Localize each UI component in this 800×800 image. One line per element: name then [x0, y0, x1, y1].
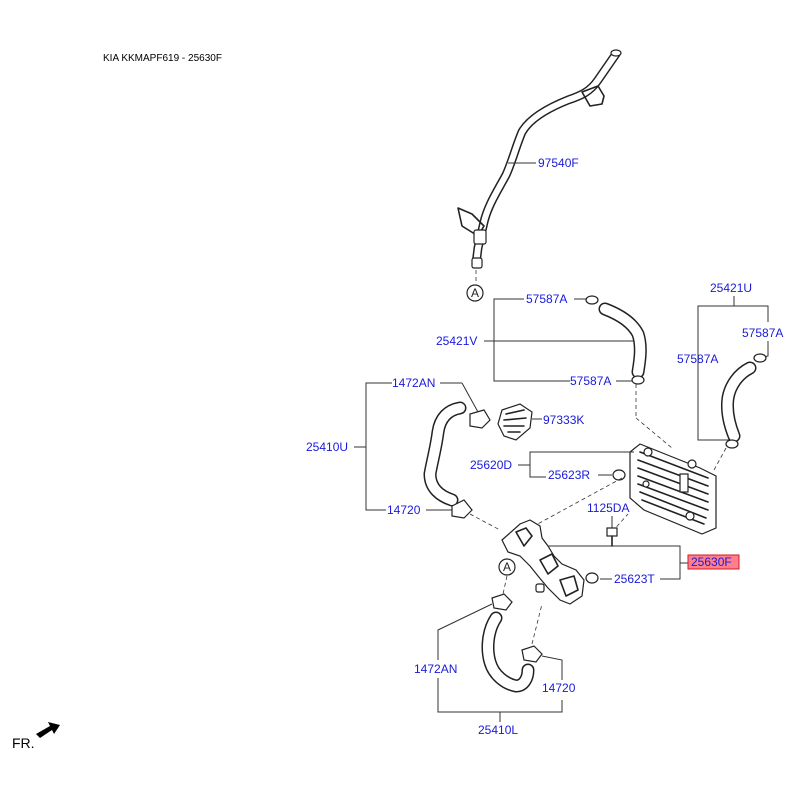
pipe-97540F[interactable] [457, 49, 622, 269]
label-25620D: 25620D [470, 458, 512, 472]
oil-cooler-25620D[interactable] [629, 443, 717, 535]
clamp-1472AN-upper[interactable] [469, 409, 491, 429]
clamp-57587A-right-lower[interactable] [725, 439, 739, 449]
label-1472AN-lower: 1472AN [414, 662, 457, 676]
fitting-assembly-25630F[interactable] [501, 519, 585, 605]
label-25410U: 25410U [306, 440, 348, 454]
label-57587A-3: 57587A [742, 326, 783, 340]
label-25421U: 25421U [710, 281, 752, 295]
reference-a-circle [466, 284, 484, 302]
clamp-57587A-upper[interactable] [585, 295, 599, 305]
label-25630F: 25630F [691, 555, 732, 569]
label-1125DA: 1125DA [587, 501, 629, 515]
label-14720-lower: 14720 [542, 681, 576, 695]
clamp-14720-lower[interactable] [521, 645, 543, 663]
clamp-14720-upper[interactable] [451, 499, 473, 519]
fitting-97333K[interactable] [497, 403, 533, 441]
label-25410L: 25410L [478, 723, 518, 737]
hose-25410L[interactable] [481, 611, 535, 693]
label-57587A-1: 57587A [526, 292, 567, 306]
label-57587A-2: 57587A [570, 374, 611, 388]
clamp-1472AN-lower[interactable] [491, 593, 513, 611]
hose-25421V[interactable] [598, 302, 647, 379]
hose-25421U[interactable] [721, 361, 757, 443]
o-ring-25623T[interactable] [585, 572, 599, 584]
clamp-57587A-right-upper[interactable] [753, 353, 767, 363]
o-ring-25623R[interactable] [612, 469, 626, 481]
label-14720-upper: 14720 [387, 503, 421, 517]
label-25623T: 25623T [614, 572, 655, 586]
label-1472AN-upper: 1472AN [392, 376, 435, 390]
label-25623R: 25623R [548, 468, 590, 482]
label-57587A-4: 57587A [677, 352, 718, 366]
front-direction-label: FR. [12, 735, 35, 751]
reference-a-circle-bottom [498, 558, 516, 576]
label-a-top: A [471, 286, 479, 300]
bolt-1125DA[interactable] [606, 527, 618, 547]
highlighted-part-25630F[interactable]: 25630F [687, 554, 740, 570]
label-97333K: 97333K [543, 413, 584, 427]
front-arrow-icon [36, 722, 60, 738]
diagram-title: KIA KKMAPF619 - 25630F [103, 53, 222, 64]
hose-25410U[interactable] [423, 401, 467, 507]
label-a-bottom: A [503, 560, 511, 574]
label-97540F: 97540F [538, 156, 579, 170]
label-25421V: 25421V [436, 334, 477, 348]
clamp-57587A-lower[interactable] [631, 375, 645, 385]
